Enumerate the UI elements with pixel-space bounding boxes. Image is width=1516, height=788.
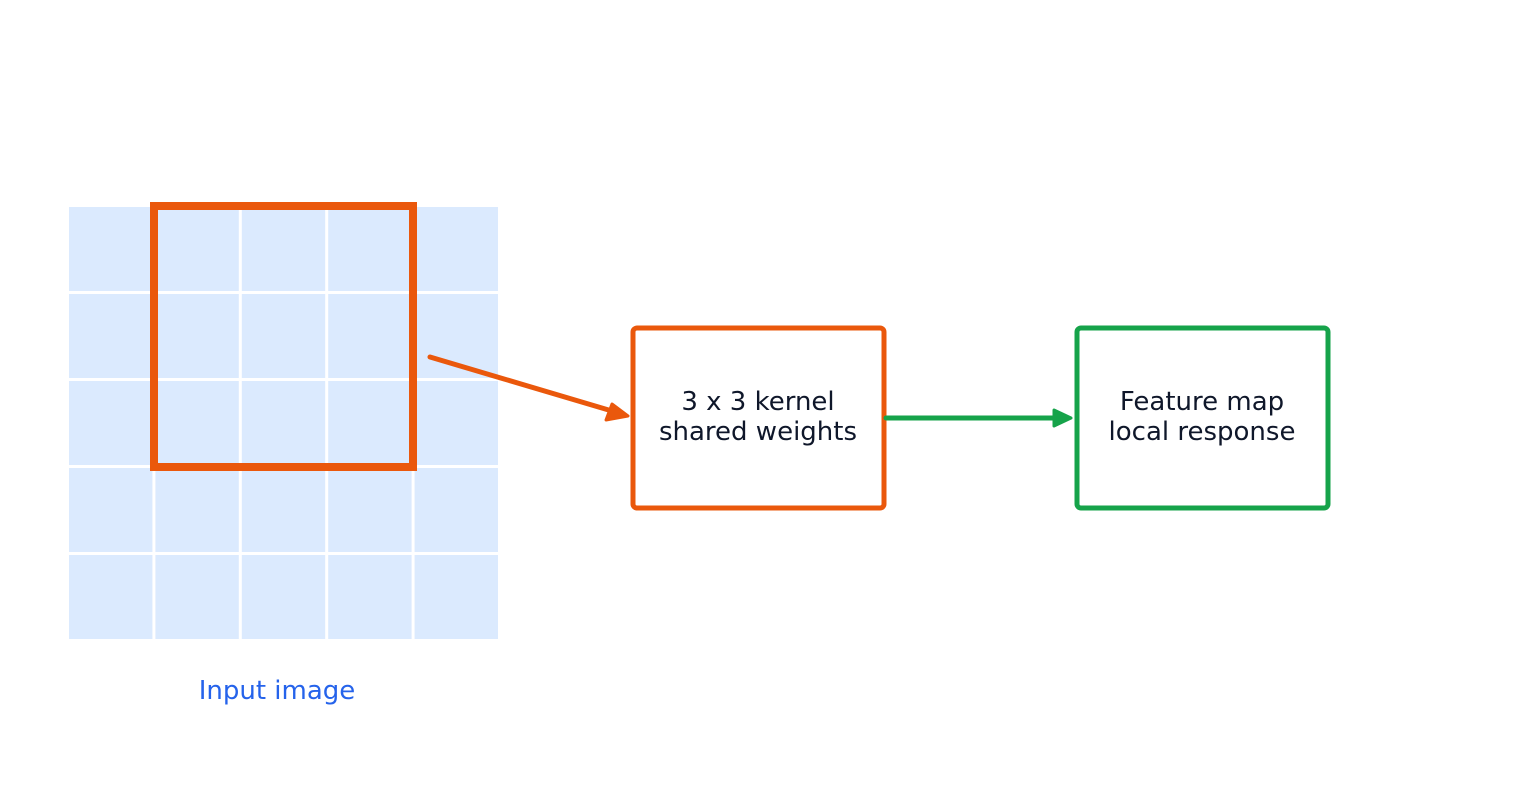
kernel-box-line2: shared weights <box>659 417 857 447</box>
grid-cell <box>155 468 239 552</box>
kernel-window-highlight <box>150 202 417 471</box>
grid-cell <box>414 207 498 291</box>
grid-cell <box>241 207 326 291</box>
kernel-box-line1: 3 x 3 kernel <box>681 387 834 417</box>
feature-box-line2: local response <box>1109 417 1296 447</box>
grid-cell <box>69 381 153 465</box>
kernel-arrow <box>427 354 630 422</box>
input-image-label: Input image <box>199 676 356 706</box>
grid-cell <box>328 207 412 291</box>
grid-cell <box>155 207 239 291</box>
feature-map-box: Feature map local response <box>1074 325 1331 511</box>
grid-cell <box>155 381 239 465</box>
grid-cell <box>69 207 153 291</box>
input-image-grid <box>69 207 498 639</box>
grid-cell <box>241 468 326 552</box>
grid-cell <box>69 294 153 378</box>
grid-cell <box>414 468 498 552</box>
kernel-box: 3 x 3 kernel shared weights <box>630 325 887 511</box>
grid-cell <box>328 294 412 378</box>
grid-cell <box>155 294 239 378</box>
grid-cell <box>328 381 412 465</box>
grid-cell <box>241 555 326 639</box>
feature-arrow <box>883 408 1073 428</box>
grid-cell <box>241 294 326 378</box>
grid-cell <box>328 468 412 552</box>
grid-cell <box>155 555 239 639</box>
grid-cell <box>414 381 498 465</box>
grid-cell <box>69 555 153 639</box>
grid-cell <box>414 555 498 639</box>
grid-cell <box>241 381 326 465</box>
feature-box-line1: Feature map <box>1120 387 1284 417</box>
grid-cell <box>328 555 412 639</box>
grid-cell <box>69 468 153 552</box>
